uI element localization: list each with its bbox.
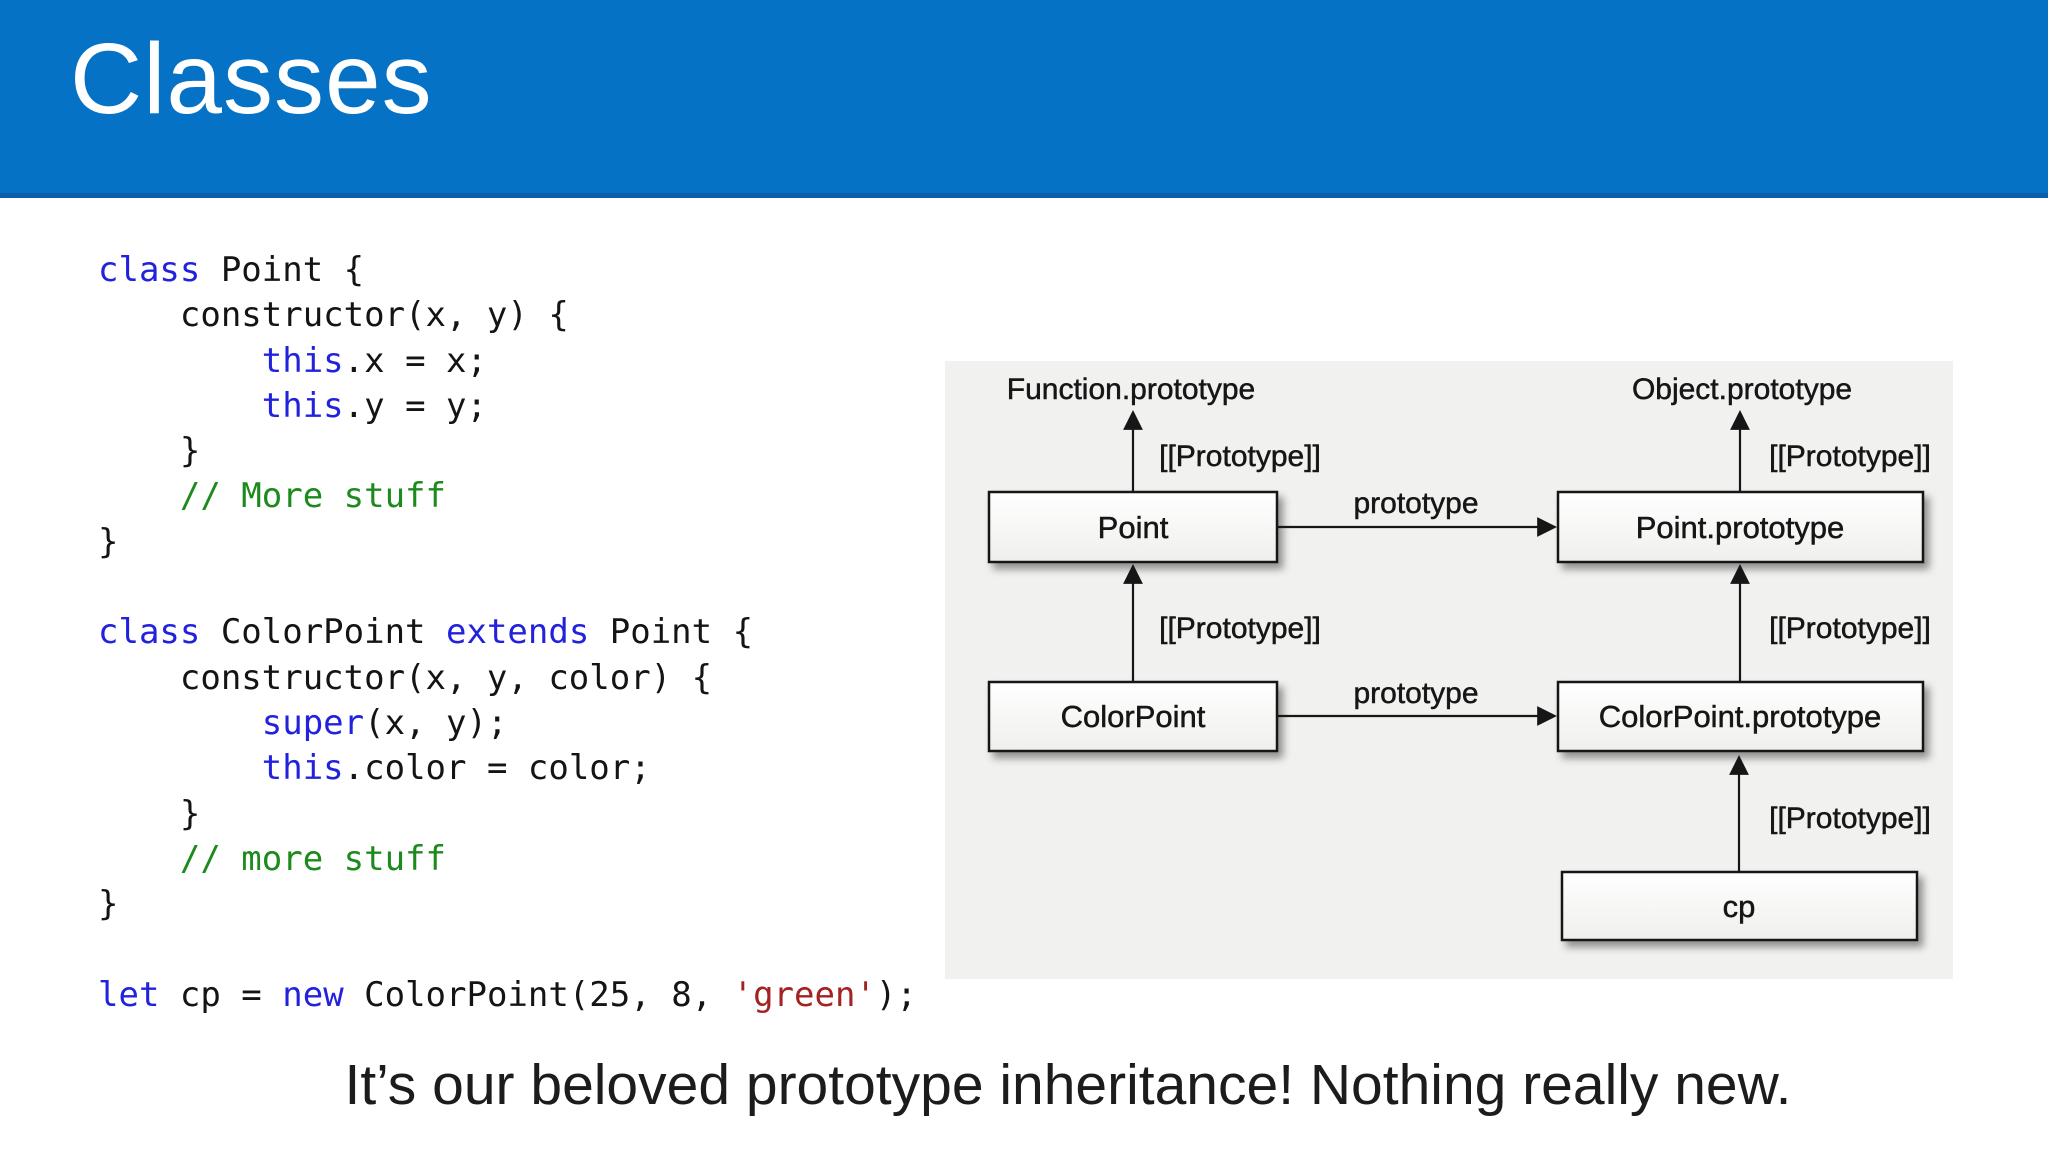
code-line: this.color = color;: [98, 746, 917, 791]
code-string: 'green': [732, 974, 876, 1015]
point-prototype-box: [1556, 490, 1925, 564]
code-block: class Point { constructor(x, y) { this.x…: [98, 248, 917, 1018]
cp-box: [1560, 870, 1919, 942]
code-text: .color = color;: [343, 748, 651, 789]
point-prototype-box-label: Point.prototype: [1636, 510, 1845, 545]
code-text: [98, 386, 262, 426]
prototype-edge-label: prototype: [1353, 677, 1478, 710]
code-line: }: [98, 520, 917, 565]
code-text: [98, 839, 180, 879]
code-line: // more stuff: [98, 837, 917, 882]
code-text: cp =: [159, 974, 283, 1015]
code-text: ColorPoint: [200, 612, 446, 653]
code-line: class Point {: [98, 248, 917, 293]
code-text: [98, 476, 180, 516]
internal-prototype-label: [[Prototype]]: [1769, 612, 1931, 645]
code-line: let cp = new ColorPoint(25, 8, 'green');: [98, 973, 917, 1018]
code-line: }: [98, 882, 917, 927]
code-keyword: let: [98, 974, 160, 1015]
code-keyword: class: [98, 612, 201, 653]
code-text: }: [98, 884, 119, 925]
point-box: [987, 490, 1279, 564]
code-line: // More stuff: [98, 474, 917, 519]
code-keyword: extends: [446, 612, 590, 653]
code-text: [98, 748, 262, 788]
object-prototype-label: Object.prototype: [1632, 373, 1852, 406]
code-text: constructor(x, y) {: [98, 295, 569, 336]
code-text: );: [875, 974, 917, 1015]
code-text: }: [98, 431, 201, 472]
cp-box-label: cp: [1723, 889, 1756, 924]
code-text: }: [98, 793, 201, 834]
colorpoint-prototype-box: [1556, 680, 1925, 753]
code-comment: // more stuff: [179, 838, 446, 879]
code-comment: // More stuff: [179, 476, 446, 517]
code-keyword: class: [98, 250, 201, 290]
header-band: Classes: [0, 0, 2048, 198]
internal-prototype-label: [[Prototype]]: [1159, 612, 1321, 645]
code-line: constructor(x, y) {: [98, 293, 917, 338]
colorpoint-box-label: ColorPoint: [1061, 699, 1206, 734]
code-text: ColorPoint(25, 8,: [343, 974, 733, 1015]
code-keyword: this: [261, 385, 344, 426]
colorpoint-prototype-box-label: ColorPoint.prototype: [1599, 699, 1882, 734]
function-prototype-label: Function.prototype: [1007, 373, 1255, 406]
code-keyword: this: [261, 340, 344, 381]
slide-caption: It’s our beloved prototype inheritance! …: [344, 1053, 1792, 1117]
internal-prototype-label: [[Prototype]]: [1769, 802, 1931, 835]
code-line-blank: [98, 565, 917, 610]
code-keyword: new: [282, 974, 344, 1015]
code-line: }: [98, 429, 917, 474]
code-line: super(x, y);: [98, 701, 917, 746]
code-text: .x = x;: [343, 340, 487, 381]
prototype-diagram: Function.prototype Object.prototype [[Pr…: [945, 361, 1953, 979]
code-text: }: [98, 521, 119, 562]
code-text: [98, 341, 262, 381]
code-text: Point {: [200, 250, 365, 290]
internal-prototype-label: [[Prototype]]: [1159, 440, 1321, 473]
code-line: constructor(x, y, color) {: [98, 656, 917, 701]
code-text: (x, y);: [364, 702, 508, 743]
code-text: constructor(x, y, color) {: [98, 657, 713, 698]
prototype-edge-label: prototype: [1353, 487, 1478, 520]
code-text: [98, 703, 262, 743]
internal-prototype-label: [[Prototype]]: [1769, 440, 1931, 473]
code-line: this.y = y;: [98, 384, 917, 429]
code-line: }: [98, 792, 917, 837]
code-line-blank: [98, 927, 917, 972]
page-title: Classes: [70, 23, 433, 135]
code-keyword: super: [261, 702, 365, 743]
code-text: Point {: [589, 612, 754, 653]
code-line: class ColorPoint extends Point {: [98, 610, 917, 655]
point-box-label: Point: [1098, 510, 1169, 545]
code-line: this.x = x;: [98, 339, 917, 384]
code-keyword: this: [261, 748, 344, 789]
code-text: .y = y;: [343, 385, 487, 426]
